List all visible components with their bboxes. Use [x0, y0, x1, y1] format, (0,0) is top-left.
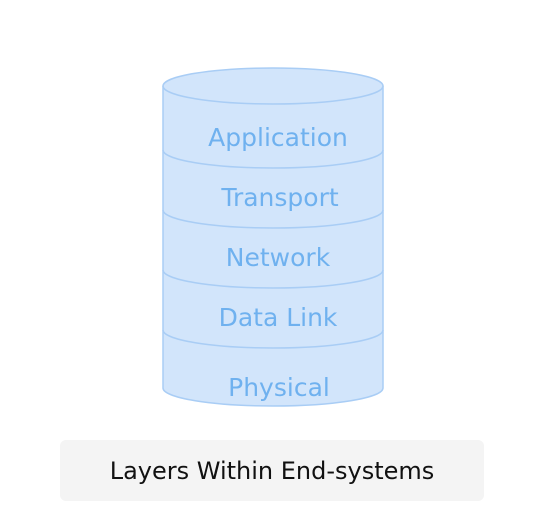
- layer-label-network: Network: [226, 243, 331, 272]
- layer-label-physical: Physical: [228, 373, 330, 402]
- layer-separator: [162, 269, 384, 289]
- caption-text: Layers Within End-systems: [109, 456, 435, 485]
- layer-separator: [162, 149, 384, 169]
- caption-box: Layers Within End-systems: [60, 440, 484, 501]
- layer-label-transport: Transport: [220, 183, 339, 212]
- layer-label-application: Application: [208, 123, 348, 152]
- cylinder-top: [162, 67, 384, 105]
- layer-separator: [162, 209, 384, 229]
- layer-separator: [162, 329, 384, 349]
- layer-label-data-link: Data Link: [219, 303, 338, 332]
- layer-stack-diagram: Application Transport Network Data Link …: [162, 67, 384, 407]
